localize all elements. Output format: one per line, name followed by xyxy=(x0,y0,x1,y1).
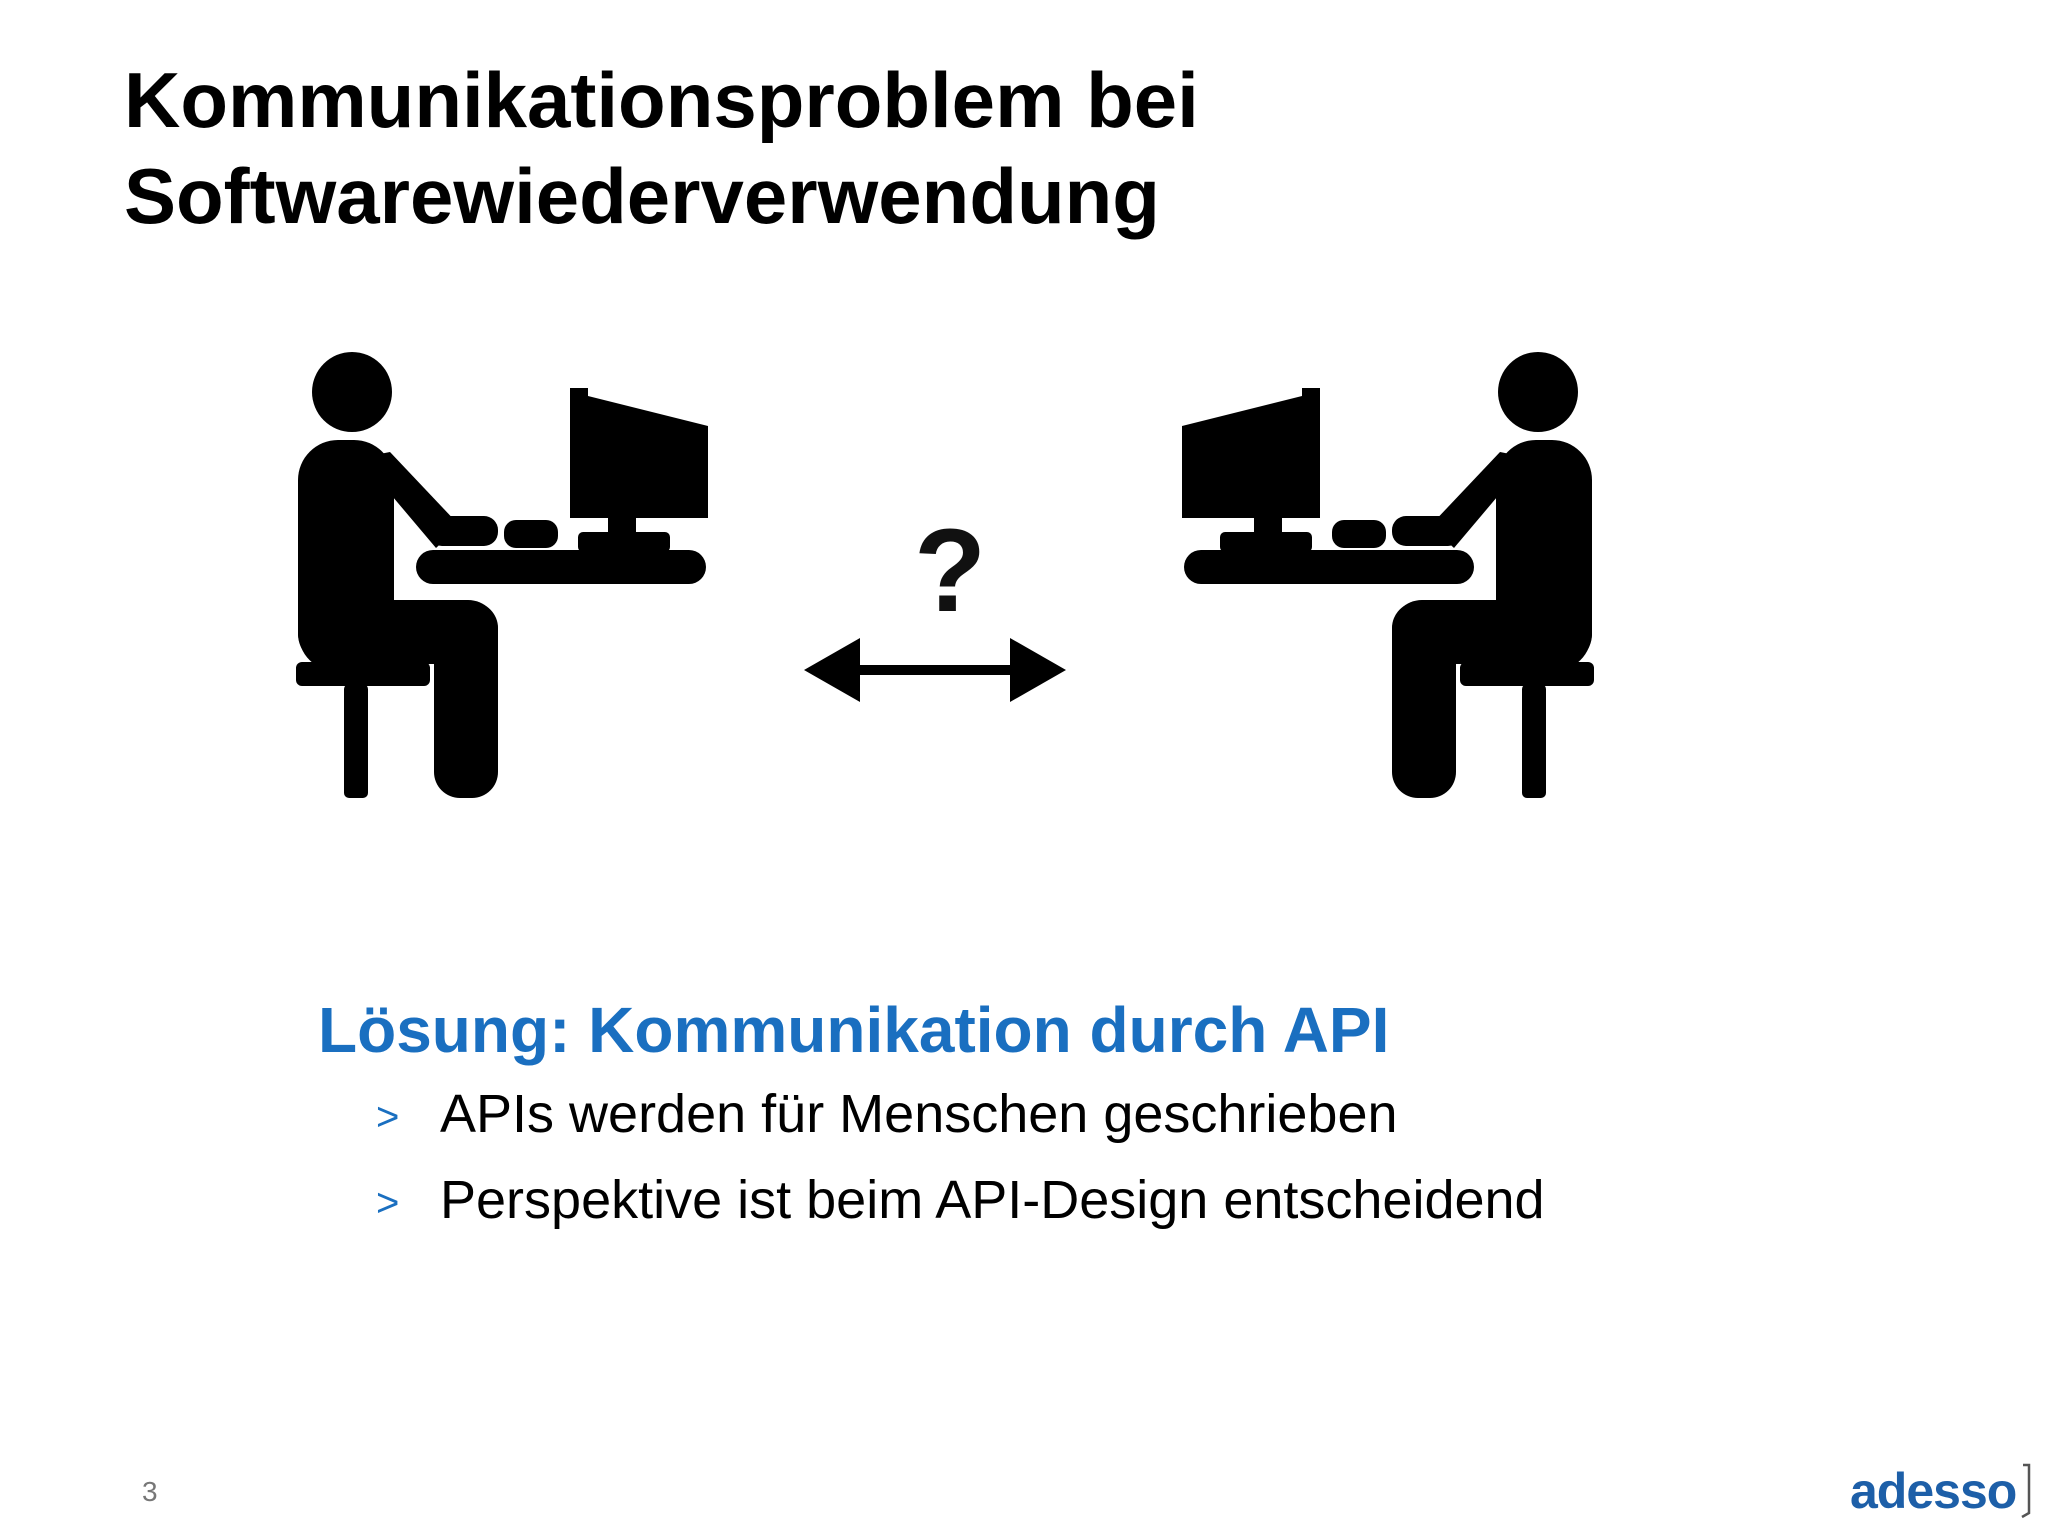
page-number: 3 xyxy=(142,1476,158,1507)
question-mark: ? xyxy=(913,505,987,637)
person-at-computer-icon xyxy=(296,352,708,798)
logo-text: adesso xyxy=(1850,1463,2017,1519)
logo-bracket-icon xyxy=(2021,1463,2031,1519)
solution-heading: Lösung: Kommunikation durch API xyxy=(318,994,1390,1066)
double-arrow-icon xyxy=(804,638,1066,702)
bullet-text: APIs werden für Menschen geschrieben xyxy=(440,1084,1398,1144)
adesso-logo: adesso xyxy=(1850,1456,2034,1526)
bullet-list: > APIs werden für Menschen geschrieben >… xyxy=(376,1082,1545,1254)
bullet-item: > Perspektive ist beim API-Design entsch… xyxy=(376,1168,1545,1232)
bullet-marker: > xyxy=(376,1095,400,1139)
title-line-2: Softwarewiederverwendung xyxy=(124,152,1160,240)
bullet-marker: > xyxy=(376,1181,400,1225)
bullet-text: Perspektive ist beim API-Design entschei… xyxy=(440,1170,1545,1230)
title-line-1: Kommunikationsproblem bei xyxy=(124,56,1199,144)
communication-illustration: ? xyxy=(290,340,1600,800)
person-at-computer-icon xyxy=(1182,352,1594,798)
slide-title: Kommunikationsproblem bei Softwarewieder… xyxy=(124,52,1199,244)
bullet-item: > APIs werden für Menschen geschrieben xyxy=(376,1082,1545,1146)
